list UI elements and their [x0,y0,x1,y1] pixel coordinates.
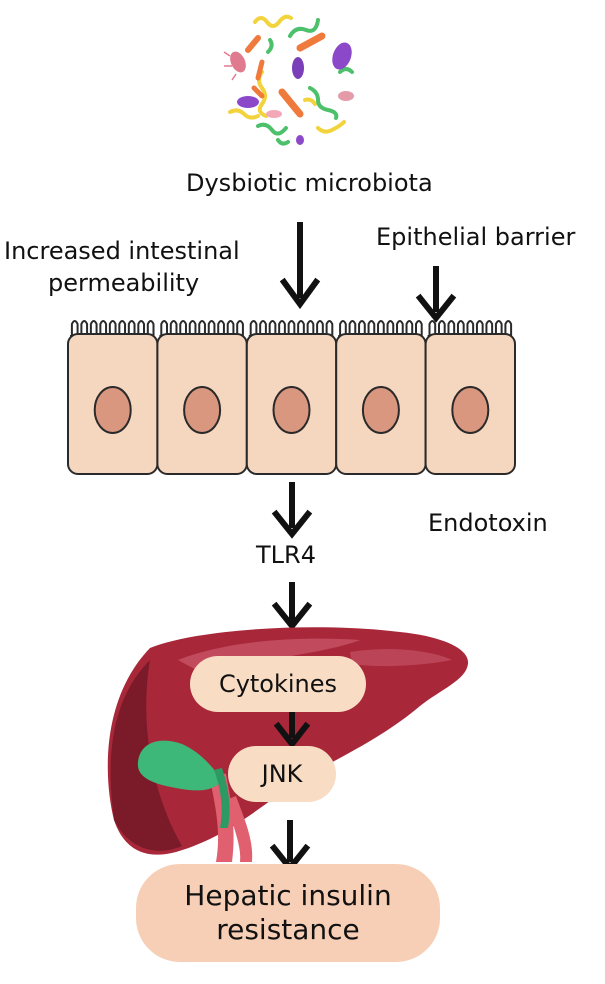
cell-nucleus [183,386,222,434]
arrow-tlr4-to-liver [271,582,313,631]
arrow-microbiota-to-epithelium [279,222,321,310]
jnk-box: JNK [228,746,336,802]
intestinal-epithelium-icon [67,320,517,475]
cell-nucleus [451,386,490,434]
outcome-label-line2: resistance [216,913,360,946]
gallbladder-icon [137,740,230,828]
epithelial-cell [67,320,159,475]
arrow-to-epithelial-barrier [415,266,457,323]
hepatic-insulin-resistance-box: Hepatic insulin resistance [136,864,440,962]
increased-permeability-label-line1: Increased intestinal [4,237,240,265]
cell-nucleus [361,386,400,434]
cell-nucleus [93,386,132,434]
epithelial-barrier-label: Epithelial barrier [376,223,576,251]
increased-permeability-label-line2: permeability [48,269,200,297]
epithelial-cell [156,320,248,475]
epithelial-cell [245,320,338,475]
cell-nucleus [272,386,311,434]
arrow-cytokines-to-jnk [273,712,311,749]
arrow-epithelium-to-tlr4 [271,482,313,539]
epithelial-cell [424,320,517,475]
cytokines-label: Cytokines [218,670,338,698]
endotoxin-label: Endotoxin [428,509,548,537]
outcome-label-line1: Hepatic insulin [184,879,392,912]
bacteria-cluster-icon [228,14,354,146]
arrow-jnk-to-outcome [269,820,311,873]
dysbiotic-microbiota-label: Dysbiotic microbiota [186,169,433,197]
tlr4-label: TLR4 [256,541,316,569]
cytokines-box: Cytokines [190,656,366,712]
bacteria-cluster-cells [223,42,354,145]
jnk-label: JNK [261,760,303,788]
epithelial-cell [335,320,427,475]
